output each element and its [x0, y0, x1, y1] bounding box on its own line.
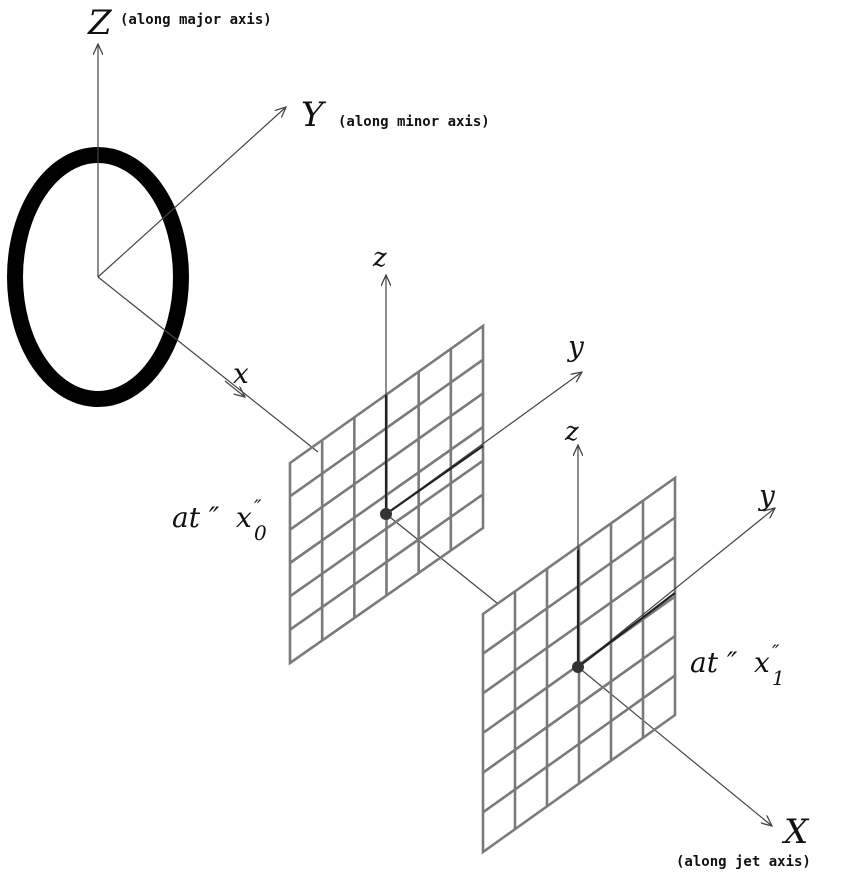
plane-0-sub: 0: [254, 521, 267, 545]
plane-1-origin-dot: [572, 661, 584, 673]
plane-0-var: x: [236, 501, 252, 534]
plane-0-z-label: z: [372, 243, 387, 273]
plane-0-position-label: at ″ x ″ 0: [172, 495, 267, 545]
plane-0-y-label: y: [566, 330, 585, 363]
X-axis-seg-1: [97, 276, 319, 453]
plane-1-sup: ″: [772, 640, 780, 664]
plane-0: [288, 275, 582, 666]
plane-0-y-axis-bold: [385, 445, 484, 515]
plane-1-sub: 1: [772, 666, 785, 690]
Z-axis-label: Z: [87, 3, 113, 43]
X-axis-label: X: [781, 812, 810, 852]
x-axis-tick-arrow: [224, 380, 245, 397]
plane-1-y-axis-bold: [577, 592, 676, 668]
plane-1-y-label: y: [757, 479, 776, 512]
plane-1-y-axis: [577, 508, 775, 668]
plane-0-at-text: at ″: [172, 501, 220, 534]
plane-1-var: x: [754, 646, 770, 679]
plane-1-grid-hline: [482, 674, 676, 814]
plane-1: [481, 445, 775, 855]
Y-axis-label: Y: [301, 95, 327, 135]
plane-0-sup: ″: [254, 495, 262, 519]
Y-axis: [97, 107, 286, 278]
plane-0-origin-dot: [380, 508, 392, 520]
Y-axis-note: (along minor axis): [338, 114, 490, 130]
Z-axis-note: (along major axis): [120, 12, 272, 28]
plane-0-grid-hline: [289, 493, 484, 631]
X-axis-note: (along jet axis): [676, 854, 811, 870]
x-axis-label: x: [233, 357, 249, 390]
plane-1-at-text: at ″: [690, 646, 738, 679]
plane-1-z-label: z: [564, 417, 579, 447]
plane-1-position-label: at ″ x ″ 1: [690, 640, 785, 690]
